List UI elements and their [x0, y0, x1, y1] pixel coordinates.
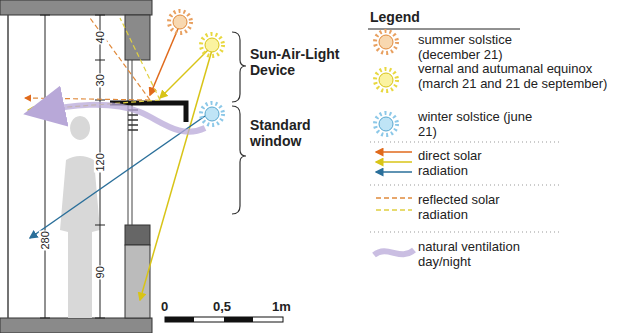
legend-sun-equinox: [375, 69, 397, 91]
dimension: 90: [94, 265, 107, 279]
sun-winter: [201, 103, 223, 125]
legend-direct-arrows: [376, 152, 412, 172]
reflected-ray-summer: [25, 18, 150, 100]
ceiling-slab: [0, 0, 152, 15]
legend-sun-summer: [375, 31, 397, 53]
legend-text: summer solstice (december 21): [418, 33, 548, 63]
window-frame: [128, 60, 129, 225]
dimension: 120: [94, 152, 107, 172]
dimension: 40: [94, 30, 107, 44]
legend-text: vernal and autumanal equinox (march 21 a…: [418, 62, 628, 92]
dimension: 280: [39, 230, 52, 250]
sun-equinox: [201, 34, 223, 56]
scale-number: 0: [161, 300, 168, 315]
legend-separators: [370, 142, 560, 232]
legend-reflected-lines: [376, 198, 412, 210]
ventilation-flow: [35, 105, 205, 132]
sun-summer: [169, 11, 191, 33]
floor-slab: [0, 318, 152, 333]
direct-ray-equinox-low: [140, 50, 212, 300]
legend-text: natural ventilation day/night: [418, 240, 528, 270]
scale-number: 1m: [272, 300, 291, 315]
wall-below-window: [125, 245, 150, 318]
window-glass: [132, 60, 133, 225]
direct-ray-equinox: [160, 48, 210, 98]
person-silhouette: [60, 116, 100, 318]
direct-ray-summer: [150, 24, 180, 95]
scale-number: 0,5: [213, 300, 231, 315]
legend-ventilation: [374, 250, 414, 255]
legend-sun-winter: [375, 113, 397, 135]
legend-text: winter solstice (june 21): [418, 110, 548, 140]
reflected-ray-equinox: [28, 18, 160, 110]
parapet: [125, 225, 150, 245]
left-wall: [7, 15, 9, 318]
legend-heading: Legend: [370, 9, 420, 25]
dimension: 30: [94, 73, 107, 87]
bracket-window: [232, 106, 246, 214]
legend-underline: [368, 29, 520, 30]
bracket-device: [232, 32, 246, 102]
direct-ray-winter: [30, 116, 205, 238]
legend-text: reflected solar radiation: [418, 193, 508, 223]
legend-text: direct solar radiation: [418, 149, 508, 179]
device-label: Sun-Air-Light Device: [250, 46, 360, 78]
scale-bar: [165, 317, 283, 322]
window-label: Standard window: [250, 117, 350, 149]
